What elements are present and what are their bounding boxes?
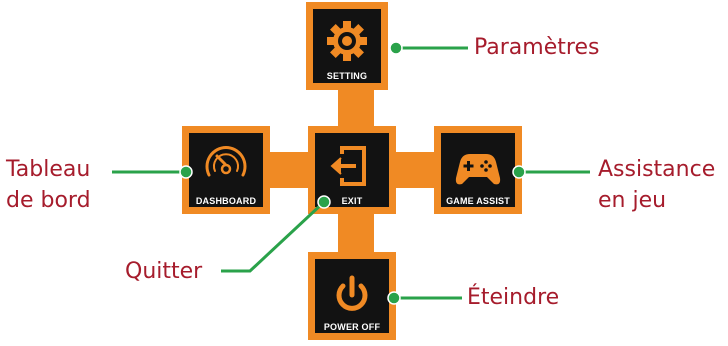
game-assist-tile[interactable]: GAME ASSIST [434, 126, 522, 214]
callout-eteindre: Éteindre [467, 285, 560, 310]
power-off-label: POWER OFF [324, 322, 381, 332]
callout-tableau: Tableau [6, 157, 91, 182]
power-off-tile[interactable]: POWER OFF [308, 252, 396, 340]
callout-assistance: Assistance [598, 157, 716, 182]
callout-en-jeu: en jeu [598, 188, 667, 213]
dashboard-label: DASHBOARD [196, 196, 257, 206]
exit-label: EXIT [342, 196, 363, 206]
gear-icon [327, 21, 367, 61]
power-icon [336, 275, 368, 311]
gamepad-icon [455, 154, 501, 185]
game-assist-label: GAME ASSIST [446, 196, 510, 206]
callout-quitter: Quitter [125, 259, 203, 284]
callout-de-bord: de bord [6, 188, 91, 213]
setting-tile[interactable]: SETTING [306, 2, 388, 90]
exit-icon [330, 146, 366, 186]
setting-label: SETTING [327, 71, 367, 81]
dashboard-tile[interactable]: DASHBOARD [182, 126, 270, 214]
callout-parametres: Paramètres [474, 35, 600, 60]
callout-connectors [112, 41, 590, 305]
speedometer-icon [205, 146, 247, 177]
